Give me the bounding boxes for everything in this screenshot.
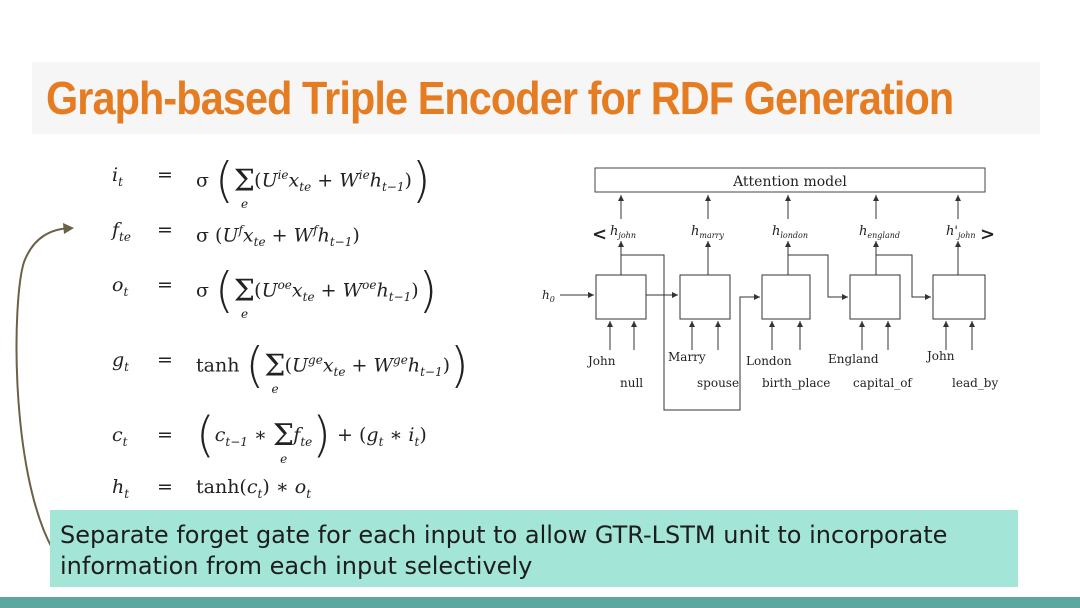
input-label: lead_by: [952, 376, 998, 390]
hidden-state-label: hengland: [859, 224, 900, 240]
equals-sign: =: [157, 164, 173, 186]
equation-ht: ht = tanh(ct) ∗ ot: [0, 467, 520, 507]
input-label: England: [828, 352, 879, 366]
input-label: spouse: [697, 376, 739, 390]
lstm-cells: [595, 274, 986, 320]
bottom-accent-bar: [0, 597, 1080, 608]
equation-fte: fte = σ (Ufxte + Wfht−1): [0, 210, 520, 250]
input-labels: John null Marry spouse London birth_plac…: [586, 349, 998, 390]
hidden-state-label: hmarry: [691, 224, 724, 240]
equation-lhs: ct: [112, 424, 128, 449]
callout-text: Separate forget gate for each input to a…: [60, 521, 948, 580]
gtr-lstm-diagram: Attention model < > hjohn hmarry hlondon…: [542, 167, 998, 411]
equation-lhs: ht: [112, 476, 130, 501]
equals-sign: =: [157, 476, 173, 498]
equation-lhs: fte: [112, 219, 131, 244]
hidden-state-label: hjohn: [610, 224, 636, 240]
lstm-cell: [849, 274, 901, 320]
arrowhead-icon: [63, 223, 74, 234]
equation-lhs: it: [112, 164, 123, 189]
equation-rhs: (ct−1 ∗ Σe fte) + (gt ∗ it): [196, 407, 427, 466]
hidden-state-label: hlondon: [772, 224, 808, 240]
cell-connections: [560, 241, 975, 411]
slide-title: Graph-based Triple Encoder for RDF Gener…: [46, 72, 954, 124]
chevron-right-icon: >: [980, 224, 995, 245]
equation-rhs: σ (Ufxte + Wfht−1): [196, 223, 360, 250]
input-label: null: [620, 376, 643, 390]
callout-box: Separate forget gate for each input to a…: [50, 510, 1018, 587]
input-label: birth_place: [762, 376, 830, 390]
attention-input-arrows: [618, 195, 961, 219]
equation-ot: ot = σ (Σe (Uoexte + Woeht−1)): [0, 265, 520, 321]
equation-rhs: tanh(ct) ∗ ot: [196, 476, 312, 501]
equation-lhs: gt: [112, 349, 129, 374]
lstm-cell: [761, 274, 811, 320]
equals-sign: =: [157, 274, 173, 296]
feedback-arrow-curve: [15, 227, 71, 549]
equation-ct: ct = (ct−1 ∗ Σe fte) + (gt ∗ it): [0, 411, 520, 466]
equation-gt: gt = tanh (Σe (Ugexte + Wgeht−1)): [0, 340, 520, 396]
lstm-cell: [679, 274, 731, 320]
equation-rhs: σ (Σe (Uoexte + Woeht−1)): [196, 262, 438, 322]
chevron-left-icon: <: [592, 224, 607, 245]
input-label: John: [925, 349, 955, 363]
attention-model-box: [594, 167, 986, 193]
hidden-state-label: h'john: [946, 224, 976, 240]
equals-sign: =: [157, 219, 173, 241]
title-band: [32, 62, 1040, 134]
equation-rhs: σ (Σe (Uiexte + Wieht−1)): [196, 152, 431, 212]
input-label: Marry: [668, 350, 706, 364]
input-label: London: [746, 354, 792, 368]
lstm-cell: [595, 274, 647, 320]
equation-rhs: tanh (Σe (Ugexte + Wgeht−1)): [196, 337, 469, 397]
equals-sign: =: [157, 424, 173, 446]
initial-state-label: h0: [542, 288, 555, 304]
equation-it: it = σ (Σe (Uiexte + Wieht−1)): [0, 155, 520, 211]
attention-model-label: Attention model: [732, 174, 847, 190]
hidden-state-labels: hjohn hmarry hlondon hengland h'john: [610, 224, 976, 240]
input-label: capital_of: [853, 376, 913, 390]
input-label: John: [586, 354, 616, 368]
equals-sign: =: [157, 349, 173, 371]
lstm-cell: [932, 274, 986, 320]
equation-lhs: ot: [112, 274, 129, 299]
